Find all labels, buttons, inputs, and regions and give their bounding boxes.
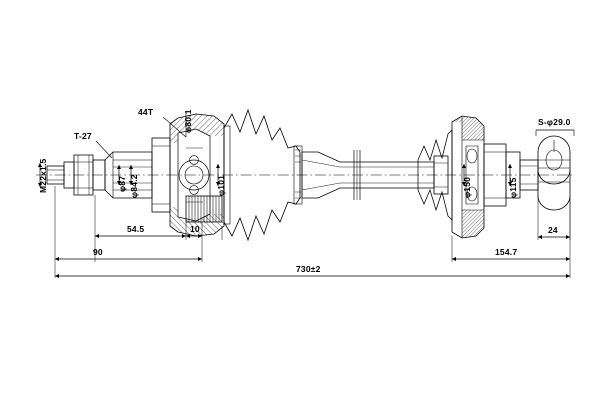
dimension-54-5: 54.5 — [127, 224, 145, 234]
tripod-section-hatch — [452, 116, 484, 238]
left-rubber-boot-bellows — [223, 108, 303, 242]
label-dia-80-1: φ80.1 — [183, 109, 193, 133]
abs-tone-ring-44t — [185, 195, 223, 223]
dimension-90: 90 — [93, 247, 103, 257]
dimension-24: 24 — [548, 225, 558, 235]
dimension-10: 10 — [190, 224, 200, 234]
label-abs-ring-teeth: 44T — [138, 107, 154, 117]
label-dia-115: φ115 — [508, 177, 518, 198]
label-dia-150: φ150 — [462, 176, 472, 198]
label-ball-dia: S-φ29.0 — [538, 117, 571, 127]
left-cv-joint-body — [104, 137, 171, 213]
label-dia-101: φ101 — [216, 174, 226, 196]
dimension-730: 730±2 — [296, 264, 321, 274]
label-spline-count: T-27 — [74, 131, 92, 141]
leader-lines — [95, 112, 187, 159]
right-ball-stud-assembly — [519, 135, 571, 211]
cv-housing-section-hatch — [170, 114, 224, 236]
label-dia-84-2: φ84.2 — [129, 174, 139, 198]
diameter-arrows — [38, 163, 512, 187]
dimension-154-7: 154.7 — [495, 247, 518, 257]
label-dia-87: φ87 — [117, 175, 127, 192]
label-thread-spec: M22x1.5 — [38, 158, 48, 193]
shaft-break-symbol — [353, 150, 361, 200]
extension-lines — [54, 186, 571, 278]
dimension-lines — [55, 129, 575, 278]
